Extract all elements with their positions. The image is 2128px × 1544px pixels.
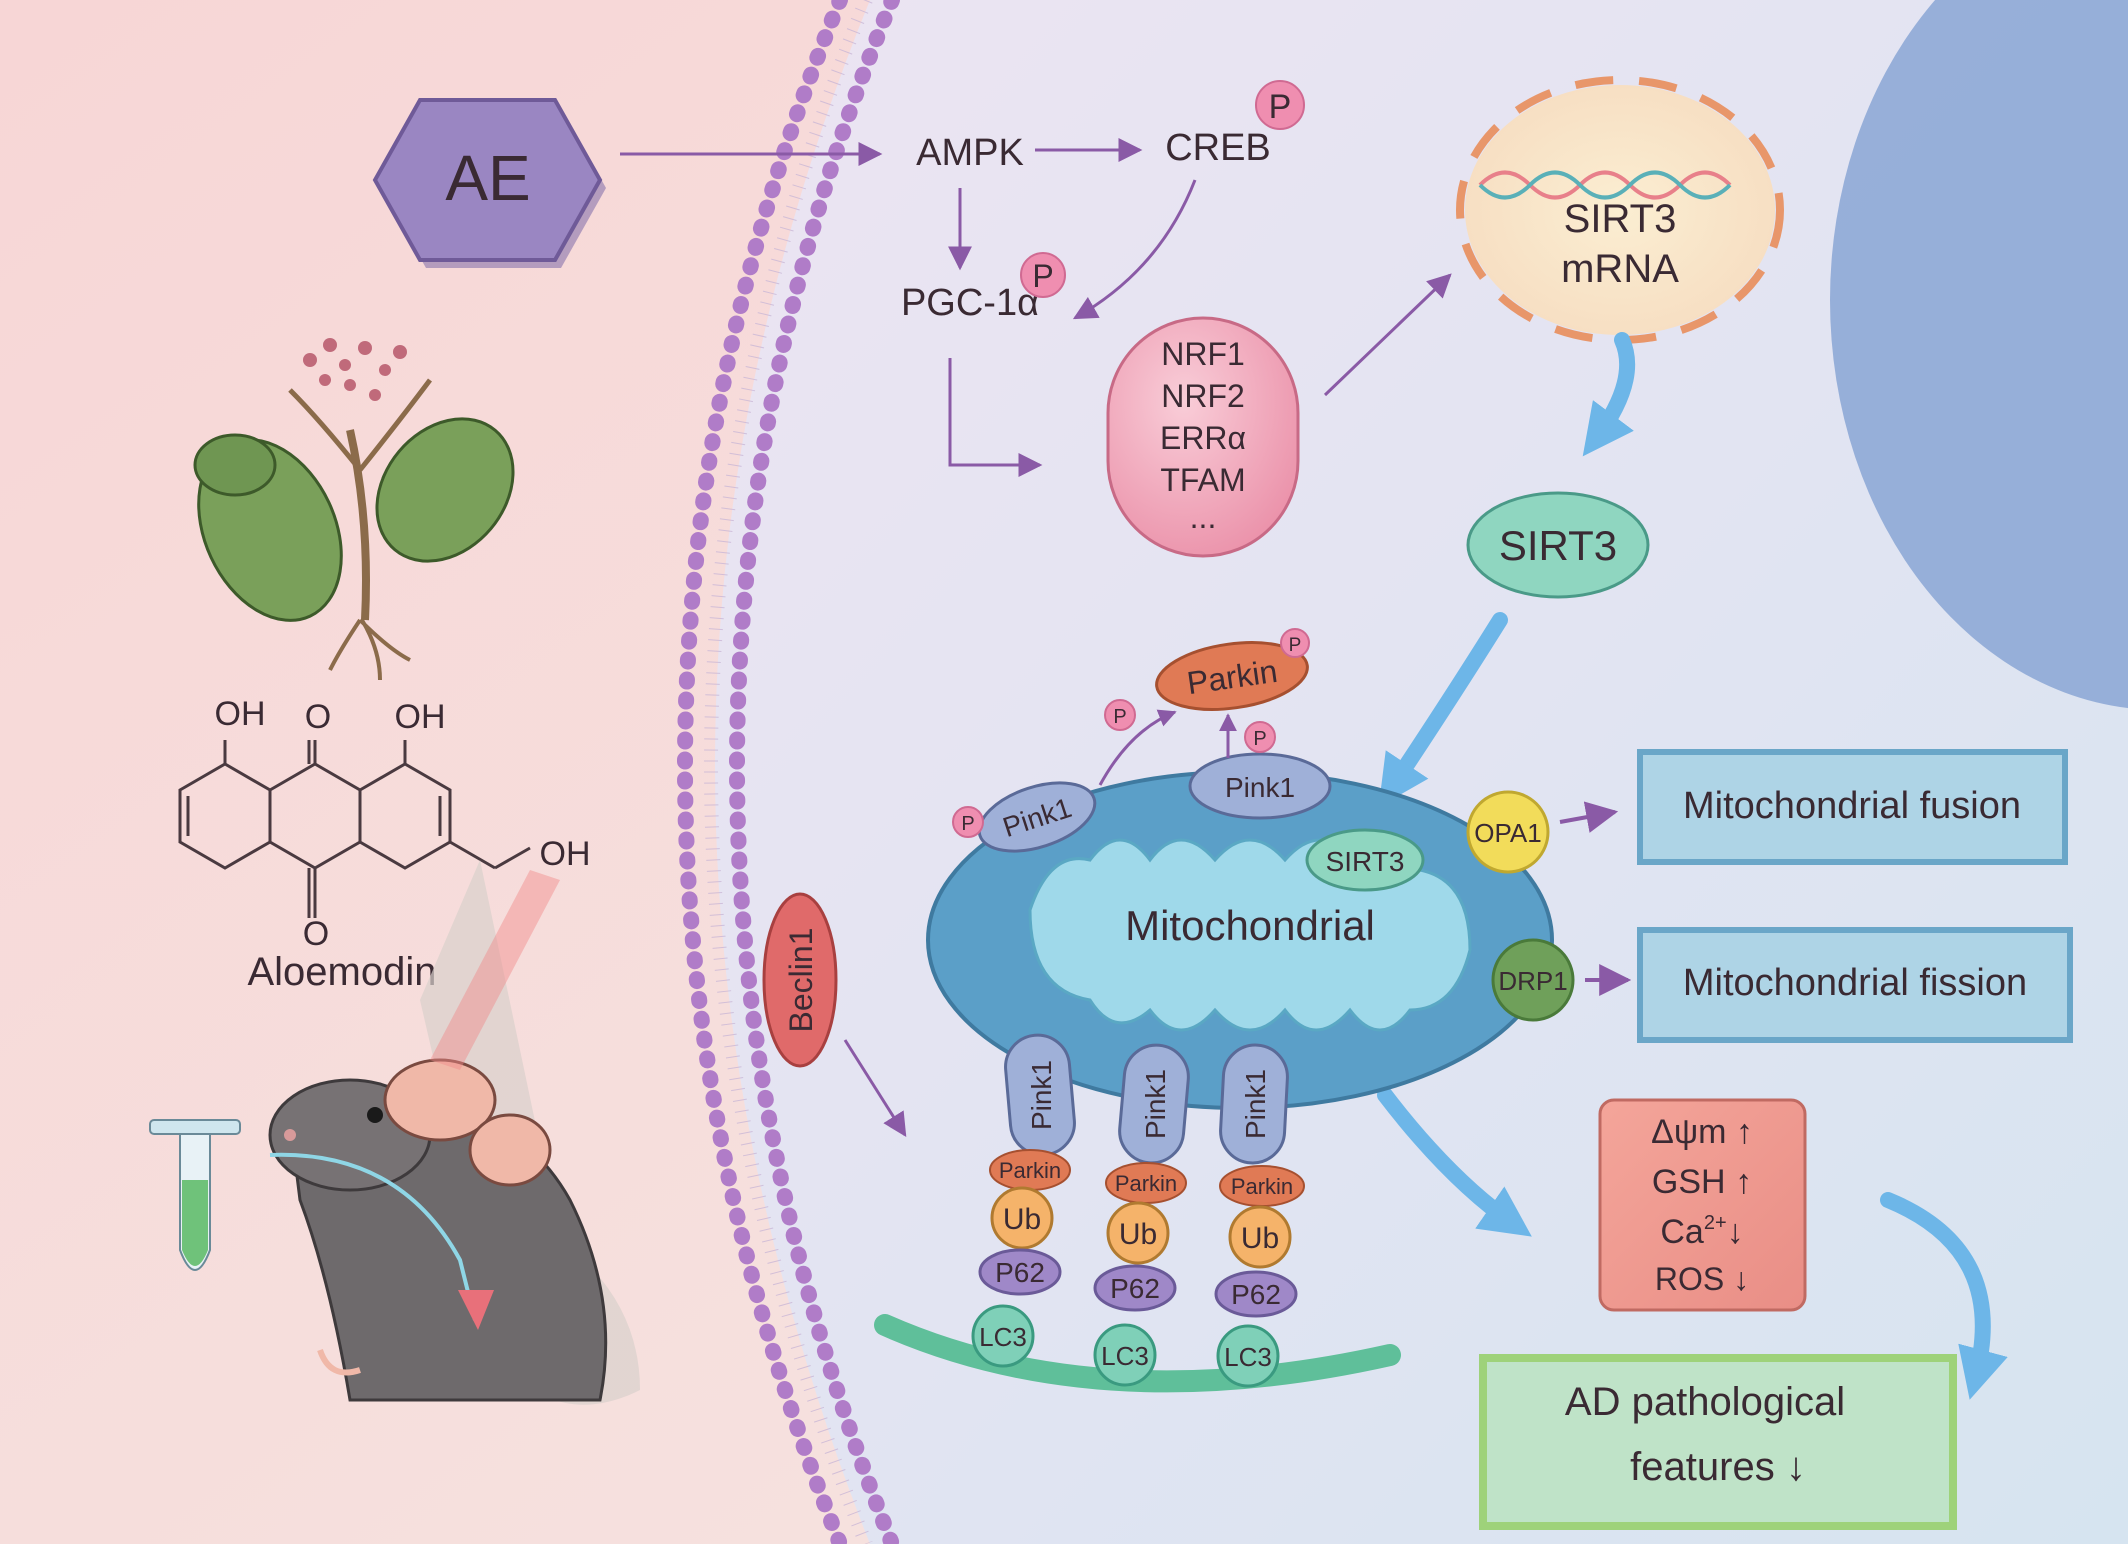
mito-sirt3-label: SIRT3 (1326, 846, 1405, 877)
mrna-line2: mRNA (1561, 247, 1679, 291)
oh-side-label: OH (540, 835, 591, 873)
beclin1-arrow (843, 1039, 907, 1138)
mitophagy-stack-2: Pink1 Parkin Ub P62 LC3 (1093, 1043, 1190, 1387)
drp1-node (1491, 938, 1575, 1022)
p62-label: P62 (1231, 1279, 1281, 1310)
marker-row: ROS ↓ (1655, 1261, 1749, 1297)
mrna-to-sirt3-arrow (1582, 332, 1636, 457)
pgc-phospho-label: P (1032, 258, 1053, 294)
sirt3-to-mito-arrow (1378, 612, 1508, 808)
compound-name: Aloemodin (247, 950, 436, 994)
p62-label: P62 (995, 1257, 1045, 1288)
oh-left-label: OH (215, 695, 266, 733)
mitophagy-stack-3: Pink1 Parkin Ub P62 LC3 (1214, 1043, 1305, 1388)
sirt3-protein-label: SIRT3 (1499, 522, 1617, 569)
creb-to-pgc-arrow (1072, 179, 1197, 320)
creb-label: CREB (1165, 127, 1271, 169)
target-item: NRF2 (1161, 378, 1245, 414)
pgc-label: PGC-1α (901, 282, 1039, 324)
phospho-label: P (1113, 706, 1126, 728)
pink1-top-left: Pink1 (977, 781, 1097, 853)
lc3-label: LC3 (1224, 1342, 1272, 1372)
ad-box (1479, 1354, 1957, 1530)
mito-label: Mitochondrial (1125, 902, 1375, 949)
ub-label: Ub (1003, 1203, 1041, 1236)
beclin1-label: Beclin1 (783, 928, 819, 1033)
aloemodin-structure (178, 740, 531, 918)
oh-right-label: OH (395, 698, 446, 736)
mito-sirt3 (1305, 828, 1425, 892)
cell-membrane (677, 0, 900, 1544)
mouse-illustration (268, 860, 640, 1405)
pgc-to-targets-arrow (948, 358, 1043, 477)
phospho-badge (1104, 699, 1136, 731)
fusion-label: Mitochondrial fusion (1683, 785, 2021, 827)
pink1-label: Pink1 (1240, 1069, 1271, 1139)
target-item: NRF1 (1161, 336, 1245, 372)
marker-row: Δψm ↑ (1651, 1113, 1753, 1151)
opa1-node (1466, 790, 1550, 874)
opa1-label: OPA1 (1474, 818, 1541, 848)
transcription-targets: NRF1 NRF2 ERRα TFAM ... (1106, 316, 1300, 558)
target-item: ERRα (1160, 420, 1246, 456)
fission-label: Mitochondrial fission (1683, 962, 2027, 1004)
drp1-label: DRP1 (1498, 966, 1567, 996)
pink1-label: Pink1 (1225, 772, 1295, 803)
opa1-arrow (1559, 801, 1619, 833)
pink1-label: Pink1 (1140, 1069, 1171, 1139)
ad-line1: AD pathological (1565, 1380, 1845, 1424)
o-bottom-label: O (303, 915, 329, 953)
mitophagy-stack-1: Pink1 Parkin Ub P62 LC3 (971, 1033, 1076, 1368)
parkin-label: Parkin (999, 1158, 1061, 1183)
phospho-badge (1244, 721, 1276, 753)
pink1-to-parkin-arrow (1098, 709, 1177, 786)
p62-label: P62 (1110, 1273, 1160, 1304)
phospho-label: P (1253, 728, 1266, 750)
lc3-label: LC3 (979, 1322, 1027, 1352)
pgc-phospho-badge (1020, 252, 1066, 298)
parkin-label: Parkin (1231, 1174, 1293, 1199)
markers-box: Δψm ↑ GSH ↑ Ca2+↓ ROS ↓ (1598, 1098, 1807, 1312)
pink1-label: Pink1 (1026, 1060, 1057, 1130)
beclin1-node (762, 892, 838, 1068)
sample-tube-icon (149, 1119, 241, 1271)
o-top-label: O (305, 698, 331, 736)
marker-row: GSH ↑ (1652, 1163, 1752, 1201)
phospho-label: P (961, 813, 974, 835)
phospho-badge (952, 806, 984, 838)
ub-label: Ub (1119, 1218, 1157, 1251)
ad-line2: features ↓ (1630, 1445, 1806, 1489)
sirt3-protein (1466, 491, 1650, 599)
ub-label: Ub (1241, 1222, 1279, 1255)
markers-to-ad-arrow (1880, 1192, 2008, 1400)
mito-to-markers-arrow (1377, 1087, 1532, 1237)
mrna-line1: SIRT3 (1564, 197, 1677, 241)
parkin-top (1155, 641, 1309, 711)
phospho-label: P (1289, 635, 1302, 656)
marker-row: Ca2+↓ (1660, 1212, 1743, 1251)
parkin-label: Parkin (1115, 1171, 1177, 1196)
target-item: ... (1190, 499, 1217, 535)
fusion-box (1637, 749, 2068, 865)
plant-illustration (193, 338, 515, 681)
ae-label: AE (445, 142, 530, 214)
creb-phospho-badge (1255, 80, 1305, 130)
fission-box (1637, 927, 2073, 1043)
targets-to-mrna-arrow (1323, 273, 1452, 397)
creb-phospho-label: P (1269, 88, 1292, 126)
sirt3-mrna-nucleus: SIRT3 mRNA (1456, 76, 1784, 344)
lc3-label: LC3 (1101, 1341, 1149, 1371)
ampk-label: AMPK (916, 132, 1024, 174)
nucleus (1830, 0, 2128, 708)
phospho-badge (1280, 628, 1310, 658)
ae-hexagon: AE (372, 98, 606, 268)
pink1-top-right: Pink1 (1188, 752, 1332, 820)
target-item: TFAM (1160, 462, 1245, 498)
